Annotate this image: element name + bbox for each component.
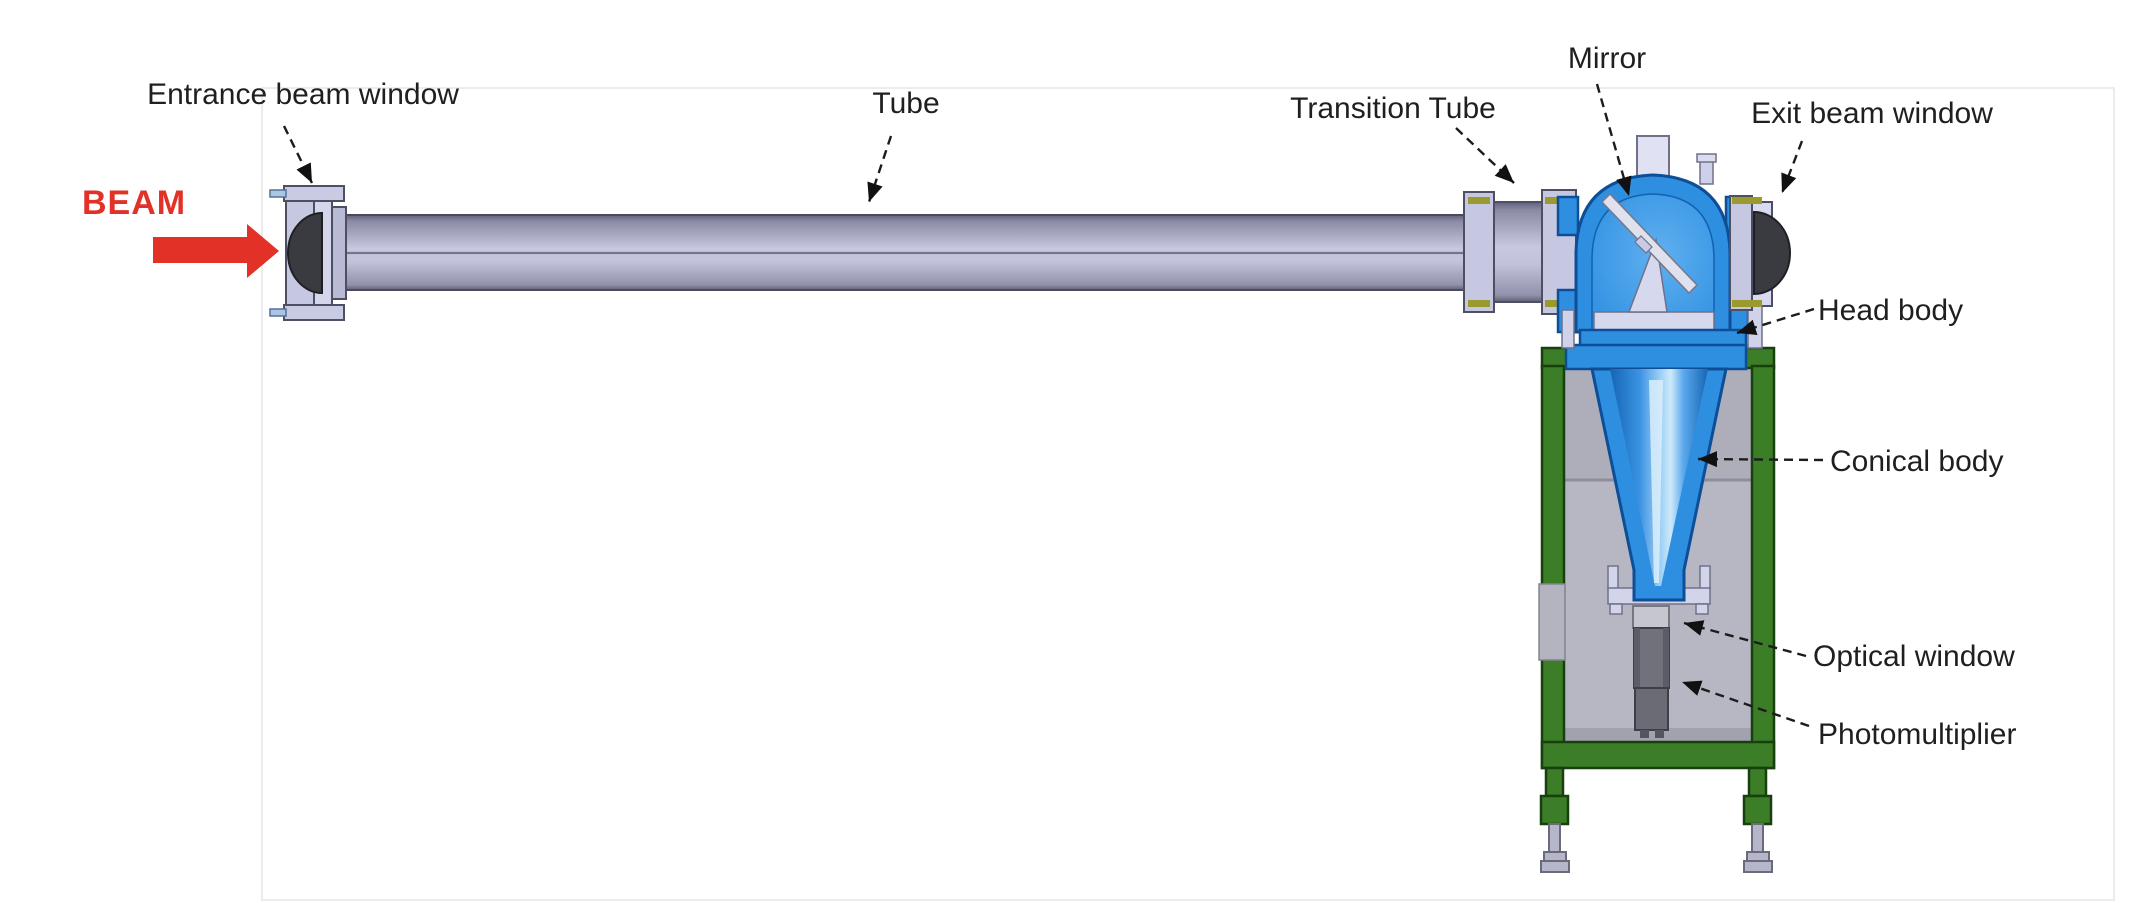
head-top-stub — [1636, 135, 1670, 181]
main-tube — [342, 214, 1468, 291]
mirror-leader — [1595, 83, 1632, 197]
pmt-edge-right — [1663, 628, 1669, 688]
callout-labels: Entrance beam window Tube Transition Tub… — [147, 42, 2016, 751]
label-entrance-beam-window: Entrance beam window — [147, 78, 459, 111]
label-optical-window: Optical window — [1813, 640, 2015, 673]
bracket-arm-right — [1699, 565, 1711, 591]
bracket-lip-left — [1609, 603, 1623, 615]
pmt-pin — [1640, 730, 1649, 738]
cone-light-streak — [1649, 380, 1663, 583]
stand-right-leg — [1747, 766, 1768, 798]
label-mirror: Mirror — [1568, 42, 1646, 75]
label-conical-body: Conical body — [1830, 445, 2003, 478]
exit-window-dome — [1753, 210, 1791, 296]
stand-left-post — [1540, 364, 1566, 770]
left-post-plate — [1538, 583, 1566, 661]
beam-label: BEAM — [82, 184, 186, 222]
left-support-strut — [1561, 309, 1575, 349]
exit-flange-ring — [1729, 195, 1753, 311]
label-head-body: Head body — [1818, 294, 1963, 327]
transition-body — [1493, 201, 1543, 303]
label-transition-tube: Transition Tube — [1290, 92, 1496, 125]
optical-window-part — [1632, 605, 1670, 629]
entrance-clamp-pin-bottom — [269, 308, 287, 317]
entrance-top-clamp — [283, 185, 345, 202]
gasket — [1732, 300, 1762, 307]
mirror-mount — [1634, 235, 1653, 254]
transition-flange-left — [1463, 191, 1495, 313]
entrance-flange — [269, 185, 347, 321]
pmt-pin — [1655, 730, 1664, 738]
left-foot-pad — [1540, 860, 1570, 873]
head-bottom-step — [1578, 328, 1748, 348]
head-bottom-flange-lip — [1564, 343, 1748, 371]
exit-window-leader — [1780, 140, 1804, 194]
entrance-window-dome — [287, 211, 323, 295]
beam-annotation: BEAM — [82, 184, 279, 278]
gasket — [1468, 300, 1490, 307]
conical-body-leader — [1697, 451, 1824, 468]
left-foot-stem — [1548, 823, 1561, 853]
label-tube: Tube — [872, 87, 939, 120]
right-foot-stem — [1751, 823, 1764, 853]
stand-left-leg — [1544, 766, 1565, 798]
optical-window-leader — [1683, 620, 1807, 658]
head-screw-cap — [1696, 153, 1717, 163]
gasket — [1732, 197, 1762, 204]
stand-left-leg-coupler — [1539, 794, 1570, 826]
photomultiplier-leader — [1681, 680, 1810, 728]
stand-right-post — [1750, 364, 1776, 770]
label-photomultiplier: Photomultiplier — [1818, 718, 2016, 751]
label-exit-beam-window: Exit beam window — [1751, 97, 1993, 130]
transition-tube-leader — [1455, 127, 1515, 184]
photomultiplier-lower — [1634, 687, 1669, 731]
head-body-leader — [1736, 307, 1815, 335]
detector-stack — [1632, 605, 1670, 738]
entrance-clamp-pin-top — [269, 189, 287, 198]
tube-leader — [867, 135, 893, 203]
exit-window-assembly — [1729, 195, 1791, 311]
bracket-lip-right — [1695, 603, 1709, 615]
bracket-arm-left — [1607, 565, 1619, 591]
adjustable-feet — [1540, 823, 1773, 873]
pmt-edge-left — [1634, 628, 1640, 688]
mirror-45deg — [1600, 192, 1699, 295]
support-stand — [1538, 346, 1776, 873]
head-flange-wing-left-top — [1556, 195, 1580, 237]
right-foot-pad — [1743, 860, 1773, 873]
stand-right-leg-coupler — [1742, 794, 1773, 826]
conical-body-assembly — [1590, 367, 1728, 615]
entrance-bottom-clamp — [283, 304, 345, 321]
right-foot-nut — [1746, 851, 1770, 862]
callout-leaders — [282, 83, 1824, 728]
entrance-window-leader — [282, 125, 314, 184]
head-assembly — [1556, 135, 1791, 371]
figure-border — [261, 87, 2115, 901]
gasket — [1468, 197, 1490, 204]
left-foot-nut — [1543, 851, 1567, 862]
stand-bottom-bar — [1540, 740, 1776, 770]
beam-arrow — [153, 224, 279, 278]
